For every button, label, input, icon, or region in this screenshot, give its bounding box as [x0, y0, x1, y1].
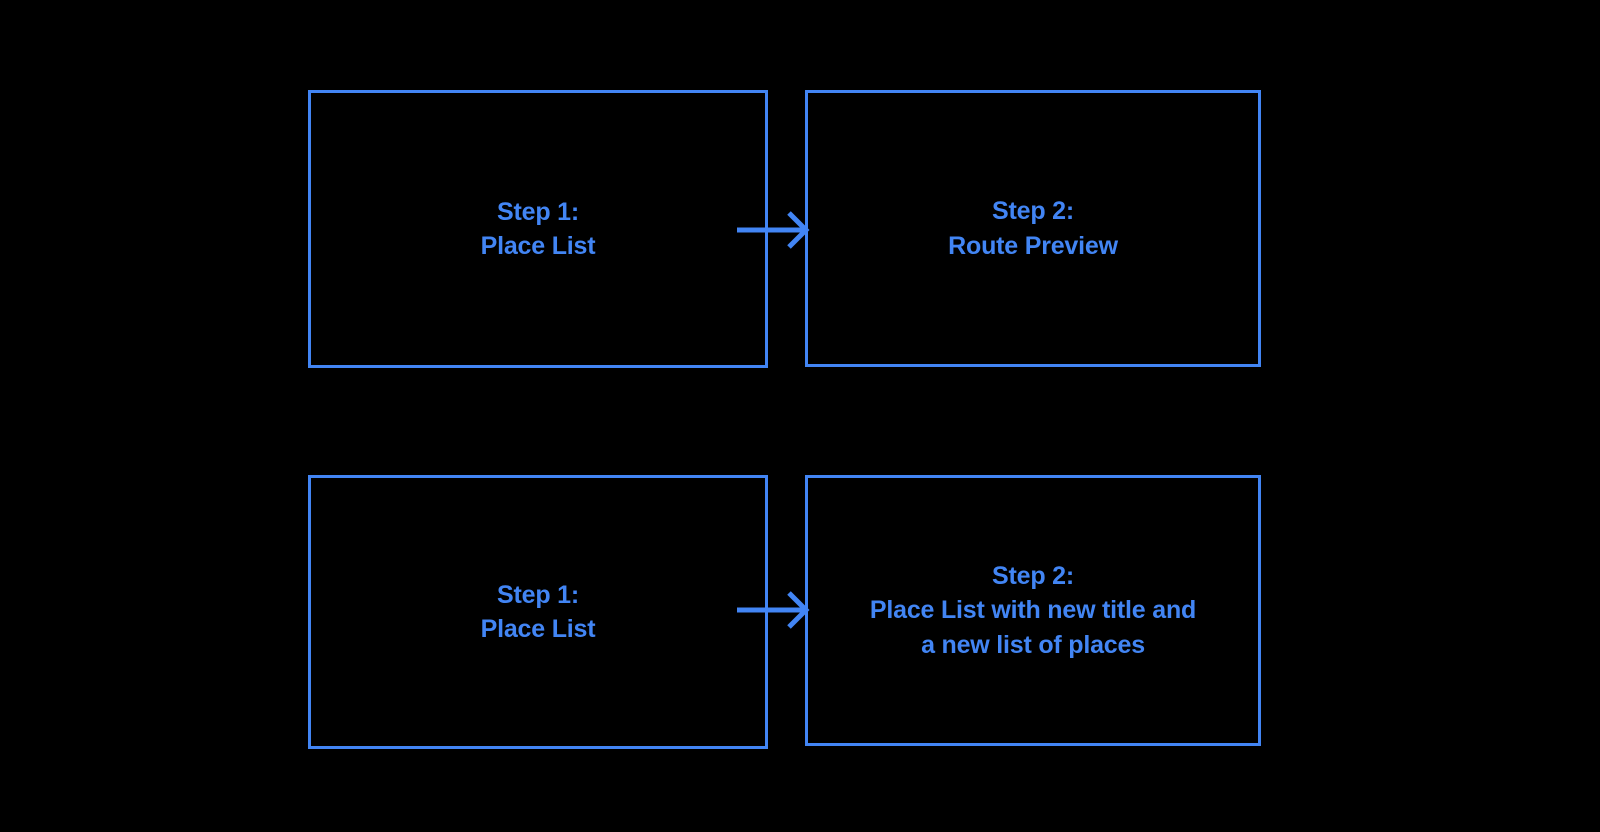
flow-node-step-2-route-preview[interactable]: Step 2: Route Preview: [805, 90, 1261, 367]
flow-row-2: Step 1: Place List Step 2: Place List wi…: [308, 475, 1261, 749]
flow-node-label: Step 1: Place List: [480, 197, 596, 261]
flow-node-step-2-place-list-new-title[interactable]: Step 2: Place List with new title and a …: [805, 475, 1261, 746]
flow-node-label: Step 2: Route Preview: [948, 197, 1118, 260]
flow-node-label: Step 2: Place List with new title and a …: [869, 561, 1197, 659]
flow-node-label: Step 1: Place List: [480, 580, 596, 644]
flow-node-step-1-place-list-alt[interactable]: Step 1: Place List: [308, 475, 768, 749]
